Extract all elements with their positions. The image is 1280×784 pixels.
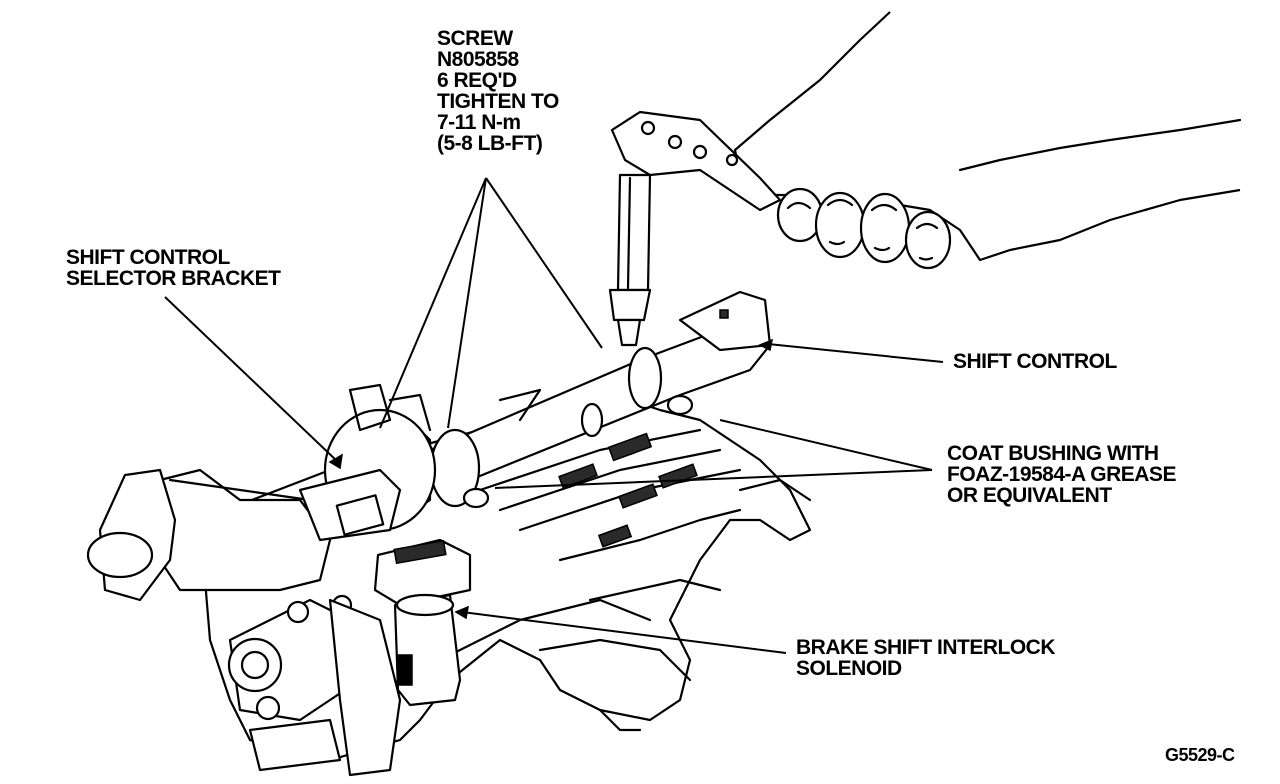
- coat-bushing-line-2: FOAZ-19584-A GREASE: [947, 463, 1176, 486]
- shift-control-tube: [428, 290, 772, 509]
- figure-id: G5529-C: [1165, 745, 1235, 765]
- screw-torque-imperial: (5-8 LB-FT): [437, 132, 543, 155]
- screw-quantity: 6 REQ'D: [437, 69, 517, 92]
- selector-bracket-callout: SHIFT CONTROL SELECTOR BRACKET: [66, 246, 281, 290]
- coat-bushing-callout: COAT BUSHING WITH FOAZ-19584-A GREASE OR…: [947, 443, 1176, 506]
- coat-bushing-line-3: OR EQUIVALENT: [947, 484, 1112, 507]
- shift-control-callout: SHIFT CONTROL: [953, 351, 1117, 372]
- screw-part-number: N805858: [437, 48, 519, 71]
- brake-interlock-line-1: BRAKE SHIFT INTERLOCK: [796, 636, 1056, 659]
- ratchet-wrench: [608, 110, 782, 347]
- screw-label-line: SCREW: [437, 27, 513, 50]
- leader-lines: [164, 177, 944, 654]
- brake-shift-interlock-solenoid: [373, 538, 472, 707]
- brake-interlock-line-2: SOLENOID: [796, 657, 902, 680]
- coat-bushing-line-1: COAT BUSHING WITH: [947, 442, 1159, 465]
- screw-torque-metric: 7-11 N-m: [437, 111, 521, 134]
- selector-bracket-line-1: SHIFT CONTROL: [66, 246, 230, 269]
- selector-bracket-assembly: [86, 383, 437, 602]
- selector-bracket-line-2: SELECTOR BRACKET: [66, 267, 281, 290]
- brake-interlock-callout: BRAKE SHIFT INTERLOCK SOLENOID: [796, 636, 1056, 680]
- screw-torque-heading: TIGHTEN TO: [437, 90, 559, 113]
- shift-control-label: SHIFT CONTROL: [953, 350, 1117, 373]
- screw-callout: SCREW N805858 6 REQ'D TIGHTEN TO 7-11 N-…: [437, 28, 559, 154]
- lower-lever-mechanism: [227, 594, 402, 777]
- hand-illustration: [733, 11, 1242, 270]
